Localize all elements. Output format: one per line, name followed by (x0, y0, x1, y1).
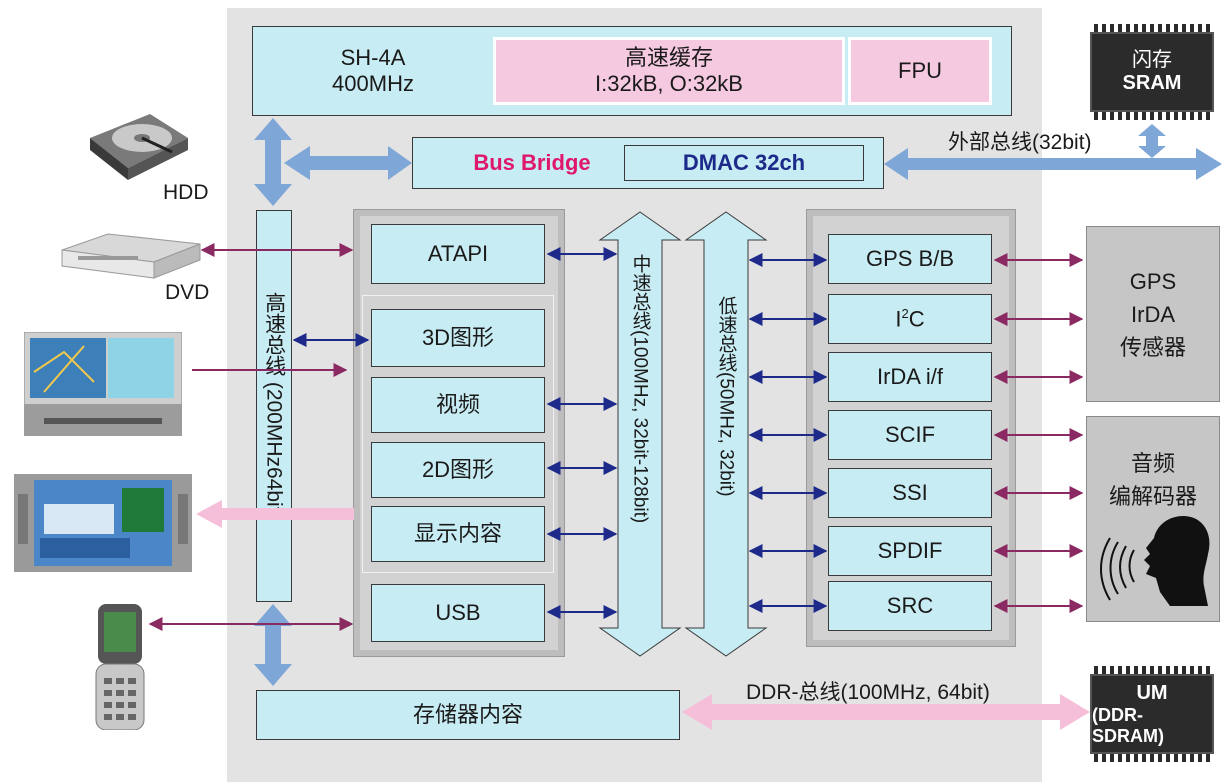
module-video-label: 视频 (435, 391, 480, 417)
mid-speed-bus-text: 中速总线(100MHz, 32bit-128bit) (622, 254, 658, 614)
module-scif: SCIF (828, 410, 992, 460)
audio-box-line1: 音频 (1130, 451, 1175, 476)
gps-box-line3: 传感器 (1119, 334, 1186, 360)
memory-controller: 存储器内容 (256, 690, 680, 740)
um-ddr-chip: UM (DDR-SDRAM) (1090, 674, 1214, 754)
bus-bridge-label: Bus Bridge (473, 149, 591, 175)
module-display-label: 显示内容 (413, 520, 502, 546)
module-gps-bb-label: GPS B/B (865, 245, 955, 271)
cpu-to-hsbus-arrow (254, 118, 292, 206)
car-navigation-icon (24, 332, 182, 436)
cpu-name: SH-4A (340, 44, 406, 70)
um-chip-pins (1094, 666, 1210, 762)
audio-box-line2: 编解码器 (1108, 484, 1197, 509)
cpu-frequency: 400MHz (332, 71, 414, 96)
speaking-head-icon (1100, 516, 1210, 606)
hsbus-to-bridge-arrow (284, 146, 412, 180)
memory-controller-label: 存储器内容 (412, 701, 523, 727)
cache-title: 高速缓存 (624, 44, 713, 70)
module-video: 视频 (371, 377, 545, 433)
module-atapi-label: ATAPI (427, 240, 489, 266)
mid-speed-bus-arrow (598, 211, 682, 657)
external-bus-arrow (884, 148, 1222, 180)
flash-to-extbus-arrow (1138, 124, 1166, 158)
module-usb-label: USB (435, 599, 481, 625)
mid-speed-bus-label: 中速总线(100MHz, 32bit-128bit) (629, 254, 651, 524)
module-gps-bb: GPS B/B (828, 234, 992, 284)
high-speed-bus-label: 高速总线 (200MHz64bit) (262, 292, 286, 520)
gps-box-line2: IrDA (1131, 301, 1175, 327)
dvd-drive-icon (61, 233, 201, 279)
dvd-label: DVD (165, 281, 210, 304)
module-usb: USB (371, 584, 545, 642)
fpu-block: FPU (848, 37, 992, 105)
cache-detail: I:32kB, O:32kB (595, 71, 743, 96)
module-i2c: I2C (828, 294, 992, 344)
flash-sram-chip: 闪存 SRAM (1090, 32, 1214, 112)
module-display: 显示内容 (371, 506, 545, 562)
hdd-label: HDD (163, 181, 209, 204)
ddr-bus-label: DDR-总线(100MHz, 64bit) (746, 681, 990, 704)
um-chip-line2: (DDR-SDRAM) (1092, 704, 1164, 746)
gps-irda-sensor-box: GPS IrDA 传感器 (1086, 226, 1220, 402)
flash-chip-line2: SRAM (1122, 72, 1182, 94)
low-speed-bus-arrow (684, 211, 768, 657)
mobile-phone-icon (95, 604, 145, 730)
flash-chip-pins (1094, 24, 1210, 120)
ddr-bus-arrow (682, 694, 1090, 730)
low-speed-bus-label: 低速总线(50MHz, 32bit) (715, 296, 737, 497)
high-speed-bus: 高速总线 (200MHz64bit) (256, 210, 292, 602)
display-output-arrow (196, 500, 354, 528)
dmac-label: DMAC 32ch (682, 149, 806, 175)
module-irda: IrDA i/f (828, 352, 992, 402)
module-i2c-label: I2C (895, 305, 925, 331)
external-bus-label: 外部总线(32bit) (948, 131, 1092, 154)
audio-codec-box: 音频 编解码器 (1086, 416, 1220, 622)
hdd-device-icon (90, 114, 188, 180)
flash-chip-line1: 闪存 (1132, 49, 1172, 71)
module-3d-graphics-label: 3D图形 (421, 324, 495, 350)
module-atapi: ATAPI (371, 224, 545, 284)
dmac-block: DMAC 32ch (624, 145, 864, 181)
module-2d-graphics: 2D图形 (371, 442, 545, 498)
low-speed-bus-text: 低速总线(50MHz, 32bit) (708, 296, 744, 556)
cache-block: 高速缓存 I:32kB, O:32kB (493, 37, 845, 105)
hsbus-to-memory-arrow (254, 604, 292, 686)
module-src: SRC (828, 581, 992, 631)
dashboard-display-icon (14, 474, 192, 572)
module-spdif-label: SPDIF (877, 537, 943, 563)
module-src-label: SRC (886, 592, 934, 618)
module-3d-graphics: 3D图形 (371, 309, 545, 367)
gps-box-line1: GPS (1129, 268, 1177, 294)
module-irda-label: IrDA i/f (876, 363, 943, 389)
fpu-label: FPU (898, 57, 942, 83)
um-chip-line1: UM (1136, 681, 1168, 704)
module-ssi-label: SSI (892, 479, 928, 505)
graphics-subframe (362, 295, 554, 573)
module-ssi: SSI (828, 468, 992, 518)
module-2d-graphics-label: 2D图形 (421, 456, 495, 482)
module-spdif: SPDIF (828, 526, 992, 576)
module-scif-label: SCIF (884, 421, 936, 447)
